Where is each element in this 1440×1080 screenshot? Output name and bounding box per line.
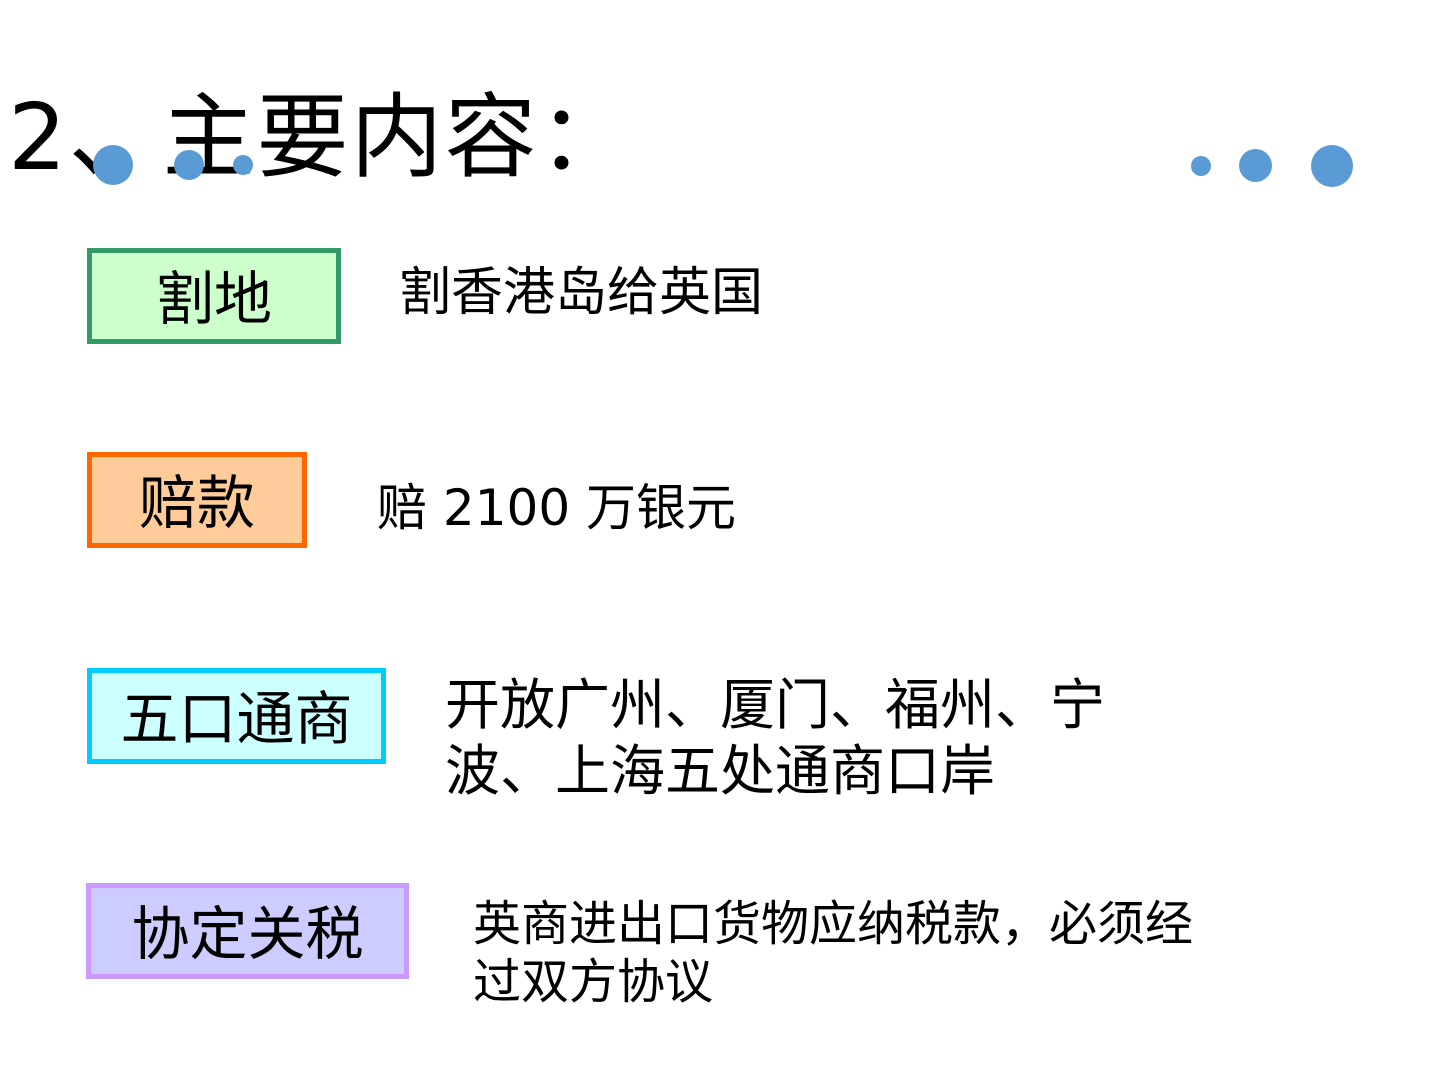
description-line: 赔 2100 万银元 (377, 479, 737, 537)
circle-dot-icon (233, 155, 253, 175)
circle-dot-icon (93, 145, 133, 185)
circle-dot-icon (1239, 149, 1272, 182)
label-text: 五口通商 (120, 685, 353, 753)
circle-dot-icon (1191, 156, 1211, 176)
label-text: 赔款 (138, 469, 255, 537)
label-box-tariff: 协定关税 (86, 883, 409, 979)
label-box-five-ports: 五口通商 (87, 668, 386, 764)
label-text: 协定关税 (131, 900, 364, 968)
description-tariff: 英商进出口货物应纳税款，必须经 过双方协议 (473, 895, 1193, 1011)
label-text: 割地 (155, 265, 272, 333)
description-line: 英商进出口货物应纳税款，必须经 (473, 896, 1194, 952)
description-line: 波、上海五处通商口岸 (445, 739, 996, 803)
description-line: 过双方协议 (473, 954, 714, 1010)
label-box-indemnity: 赔款 (87, 452, 307, 548)
description-indemnity: 赔 2100 万银元 (377, 479, 737, 538)
description-line: 割香港岛给英国 (399, 263, 764, 323)
circle-dot-icon (1311, 145, 1353, 187)
description-five-ports: 开放广州、厦门、福州、宁 波、上海五处通商口岸 (445, 672, 1105, 804)
label-box-cession: 割地 (87, 248, 341, 344)
description-cession: 割香港岛给英国 (399, 263, 764, 324)
circle-dot-icon (174, 150, 204, 180)
description-line: 开放广州、厦门、福州、宁 (445, 673, 1106, 737)
